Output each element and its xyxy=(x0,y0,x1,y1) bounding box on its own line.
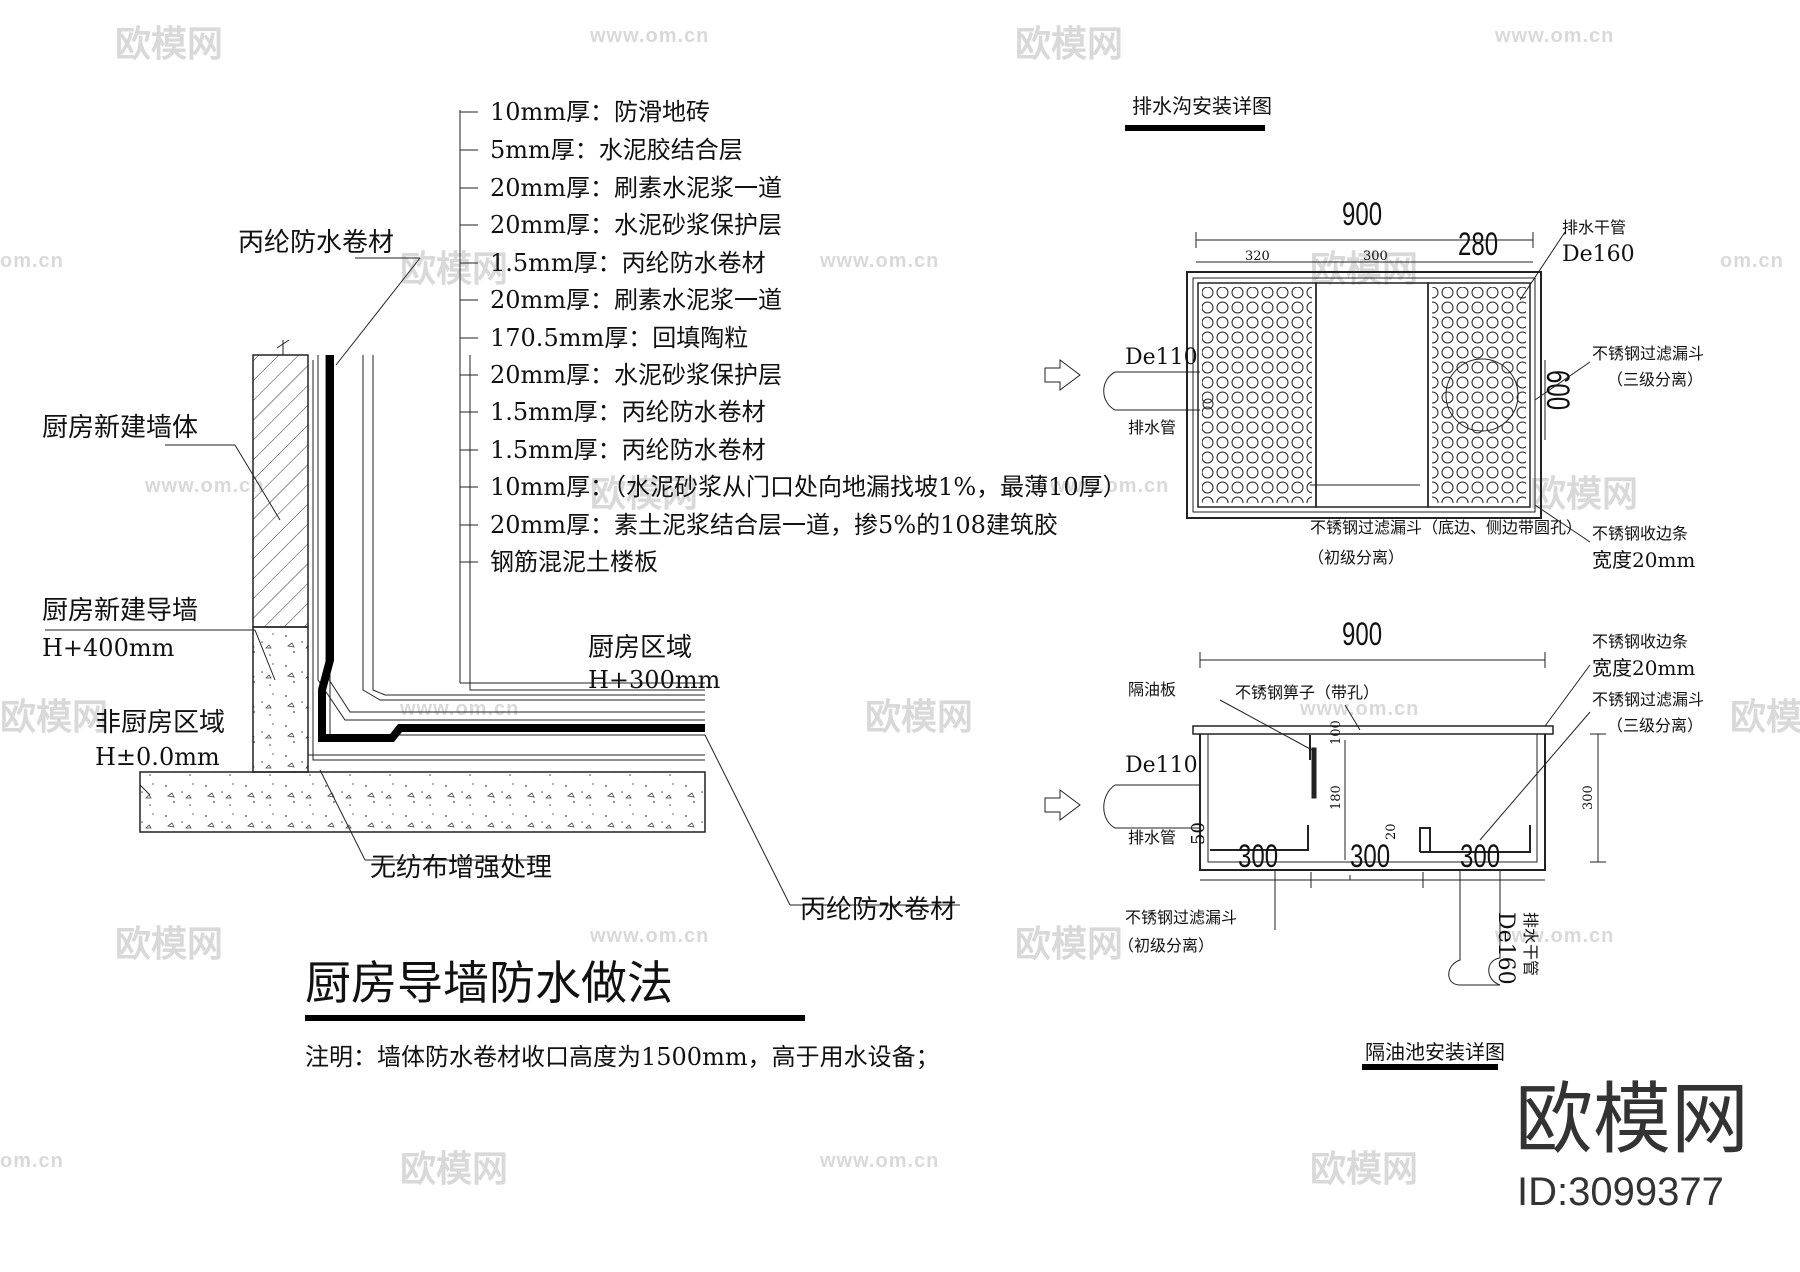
trap-grate-label: 不锈钢箅子（带孔） xyxy=(1235,683,1380,702)
waterproof-membrane-line xyxy=(318,355,705,742)
layer-label: 10mm厚：（水泥砂浆从门口处向地漏找坡1%，最薄10厚） xyxy=(490,473,1127,501)
trap-dim-180: 180 xyxy=(1329,785,1344,810)
watermark-url: www.om.cn xyxy=(145,475,265,497)
trap-edge-width: 宽度20mm xyxy=(1592,656,1696,680)
drain-funnel-label: 不锈钢过滤漏斗 xyxy=(1592,344,1705,363)
new-wall-label: 厨房新建墙体 xyxy=(42,413,199,443)
nonwoven-label: 无纺布增强处理 xyxy=(370,853,553,883)
layer-label: 20mm厚：刷素水泥浆一道 xyxy=(490,174,783,202)
trap-dim-100: 100 xyxy=(1329,720,1344,745)
drain-dim-height: 600 xyxy=(1540,370,1576,411)
drain-inlet-label: 排水管 xyxy=(1128,418,1177,437)
trap-inlet-size: De110 xyxy=(1125,753,1198,778)
guide-wall-label: 厨房新建导墙 xyxy=(42,596,199,626)
membrane-label-bottom: 丙纶防水卷材 xyxy=(800,895,957,925)
watermark-brand: 欧模网 xyxy=(1015,23,1124,64)
membrane-label-top: 丙纶防水卷材 xyxy=(238,228,395,258)
layer-label: 170.5mm厚：回填陶粒 xyxy=(490,324,749,352)
trap-dim-c: 300 xyxy=(1460,838,1501,874)
watermark-url: www.om.cn xyxy=(590,925,710,947)
watermark-url: www.om.cn xyxy=(820,1150,940,1172)
watermark-brand: 欧模网 xyxy=(1730,696,1800,737)
drain-edge-width: 宽度20mm xyxy=(1592,548,1696,572)
watermark-brand: 欧模网 xyxy=(115,23,224,64)
layer-label: 20mm厚：水泥砂浆保护层 xyxy=(490,361,783,389)
guide-wall xyxy=(252,626,309,773)
layer-label: 10mm厚：防滑地砖 xyxy=(490,98,711,126)
non-kitchen-height: H±0.0mm xyxy=(95,743,220,771)
guide-wall-height: H+400mm xyxy=(42,634,175,662)
drain-funnel-stage: （三级分离） xyxy=(1607,370,1704,389)
trap-dim-b: 300 xyxy=(1350,838,1391,874)
leader-lines xyxy=(45,110,960,906)
note-text: 注明：墙体防水卷材收口高度为1500mm，高于用水设备； xyxy=(305,1043,940,1071)
trap-section xyxy=(1044,652,1606,986)
trap-funnel-stage: （三级分离） xyxy=(1607,716,1704,735)
watermark-url: www.om.cn xyxy=(1050,475,1170,497)
layer-label: 5mm厚：水泥胶结合层 xyxy=(490,136,743,164)
watermark-brand: 欧模网 xyxy=(1015,923,1124,964)
trap-funnel-stage-2: （初级分离） xyxy=(1118,936,1215,955)
layer-label: 1.5mm厚：丙纶防水卷材 xyxy=(490,249,766,277)
watermark-url: www.om.cn xyxy=(820,250,940,272)
watermark-brand: 欧模网 xyxy=(0,696,109,737)
watermark-brand: 欧模网 xyxy=(400,248,509,289)
drain-main-pipe-size: De160 xyxy=(1562,242,1635,267)
trap-funnel-label-2: 不锈钢过滤漏斗 xyxy=(1125,908,1238,927)
watermark-url: om.cn xyxy=(1720,250,1784,272)
kitchen-height: H+300mm xyxy=(588,666,721,694)
watermark-brand: 欧模网 xyxy=(115,923,224,964)
drain-plan xyxy=(1044,231,1591,543)
layer-label: 20mm厚：水泥砂浆保护层 xyxy=(490,211,783,239)
new-wall xyxy=(252,339,309,628)
page-title: 厨房导墙防水做法 xyxy=(305,956,673,1010)
drain-dim-right: 280 xyxy=(1458,226,1499,262)
layer-label: 钢筋混泥土楼板 xyxy=(490,548,658,576)
watermark-brand: 欧模网 xyxy=(865,696,974,737)
layer-label: 20mm厚：刷素水泥浆一道 xyxy=(490,286,783,314)
layer-label: 20mm厚：素土泥浆结合层一道，掺5%的108建筑胶 xyxy=(490,511,1058,539)
watermark-url: om.cn xyxy=(0,250,64,272)
trap-baffle-label: 隔油板 xyxy=(1128,680,1177,699)
watermark-brand: 欧模网 xyxy=(1310,248,1419,289)
brand-logo-text: 欧模网 xyxy=(1515,1075,1750,1163)
watermark-url: www.om.cn xyxy=(1300,698,1420,720)
trap-dim-a: 300 xyxy=(1238,838,1279,874)
watermark-brand: 欧模网 xyxy=(590,473,699,514)
drain-funnel-stage-2: （初级分离） xyxy=(1308,548,1405,567)
trap-dim-height: 300 xyxy=(1581,785,1596,810)
drain-inlet-size: De110 xyxy=(1125,345,1198,370)
watermark-url: www.om.cn xyxy=(1495,925,1615,947)
watermark-url: om.cn xyxy=(0,1150,64,1172)
layer-label: 1.5mm厚：丙纶防水卷材 xyxy=(490,398,766,426)
drain-funnel-label-2: 不锈钢过滤漏斗（底边、侧边带圆孔） xyxy=(1310,518,1583,537)
watermark-url: www.om.cn xyxy=(1495,25,1615,47)
watermark-brand: 欧模网 xyxy=(1530,473,1639,514)
watermark-brand: 欧模网 xyxy=(400,1148,509,1189)
trap-edge-label: 不锈钢收边条 xyxy=(1592,632,1689,651)
trap-inlet-label: 排水管 xyxy=(1128,828,1177,847)
floor-slab xyxy=(139,771,706,833)
trap-main-pipe-label: 排水干管 xyxy=(1521,912,1540,977)
layer-label: 1.5mm厚：丙纶防水卷材 xyxy=(490,436,766,464)
drain-dim-mid: 300 xyxy=(1363,249,1388,264)
non-kitchen-label: 非厨房区域 xyxy=(95,708,226,738)
kitchen-label: 厨房区域 xyxy=(588,633,693,663)
drain-edge-label: 不锈钢收边条 xyxy=(1592,524,1689,543)
watermark-url: www.om.cn xyxy=(590,25,710,47)
watermark-brand: 欧模网 xyxy=(1310,1148,1419,1189)
trap-main-pipe-size: De160 xyxy=(1493,912,1518,985)
drain-dim-left: 320 xyxy=(1245,249,1270,264)
trap-dim-total: 900 xyxy=(1342,616,1383,652)
watermark-url: www.om.cn xyxy=(400,698,520,720)
brand-id: ID:3099377 xyxy=(1517,1170,1724,1214)
drain-dim-total: 900 xyxy=(1342,196,1383,232)
trap-dim-50: 50 xyxy=(1188,822,1209,845)
trap-title: 隔油池安装详图 xyxy=(1365,1040,1505,1064)
drain-main-pipe-label: 排水干管 xyxy=(1562,218,1627,237)
trap-funnel-label: 不锈钢过滤漏斗 xyxy=(1592,690,1705,709)
drain-title: 排水沟安装详图 xyxy=(1132,94,1272,118)
